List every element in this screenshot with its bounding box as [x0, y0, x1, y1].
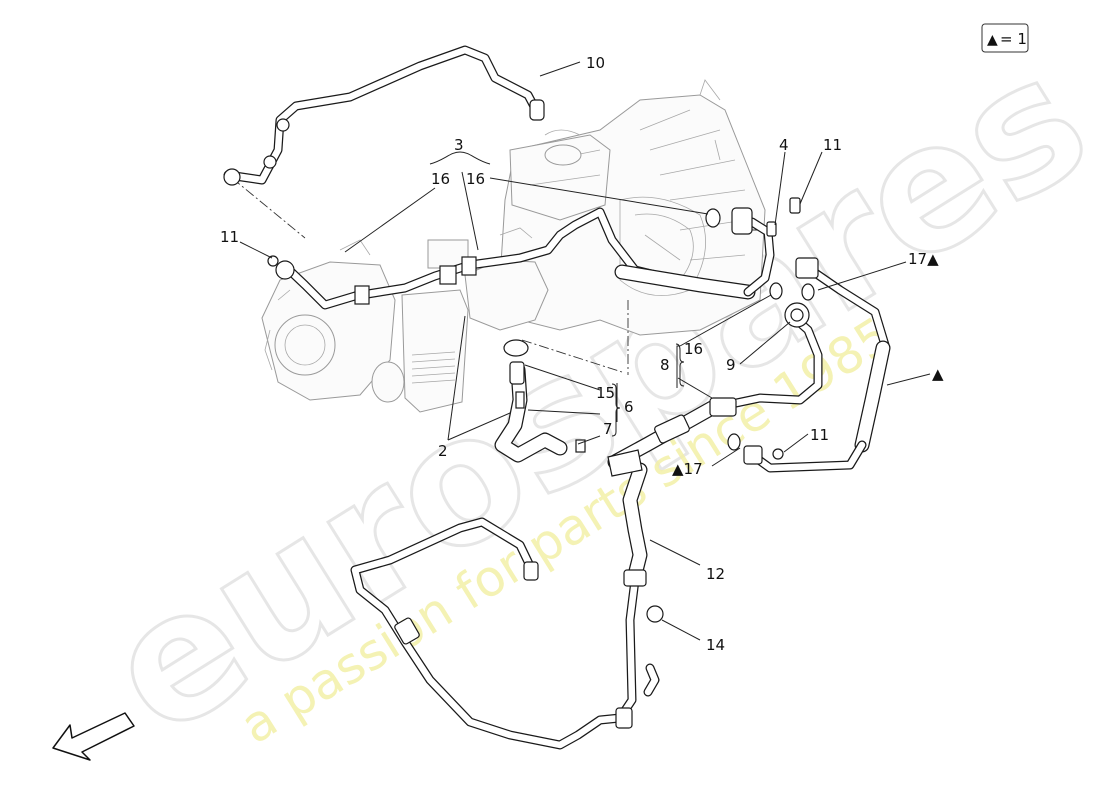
front-direction-arrow-icon	[52, 712, 135, 761]
callout-12: 12	[706, 565, 725, 583]
callout-9: 9	[726, 356, 736, 374]
callout-17-bottom: ▲17	[672, 460, 703, 478]
legend-box: ▲ = 1	[981, 23, 1029, 53]
watermark-logo: eurospares	[75, 17, 1100, 776]
group-brackets	[611, 343, 685, 437]
triangle-icon: ▲	[987, 32, 998, 48]
callout-8: 8	[660, 356, 670, 374]
coolant-pipes	[223, 45, 891, 750]
callout-11-top: 11	[823, 136, 842, 154]
callout-16-mid: 16	[466, 170, 485, 188]
callout-10: 10	[586, 54, 605, 72]
callout-11-right: 11	[810, 426, 829, 444]
callout-15: 15	[596, 384, 615, 402]
callout-7: 7	[603, 420, 613, 438]
callout-2: 2	[438, 442, 448, 460]
callout-3: 3	[454, 136, 464, 154]
callout-14: 14	[706, 636, 725, 654]
callout-triangle: ▲	[932, 365, 944, 383]
callout-17-top: 17▲	[908, 250, 939, 268]
fittings	[223, 99, 819, 729]
callout-4: 4	[779, 136, 789, 154]
legend-text: = 1	[1000, 30, 1027, 48]
callout-16-left: 16	[431, 170, 450, 188]
callout-16-right: 16	[684, 340, 703, 358]
callout-6: 6	[624, 398, 634, 416]
callout-11-left: 11	[220, 228, 239, 246]
callout-labels: 10 3 16 16 4 11 11 17▲ 16 8 9 ▲ 15 6 7 2…	[220, 54, 944, 654]
watermark: eurospares a passion for parts since 198…	[73, 16, 1100, 778]
